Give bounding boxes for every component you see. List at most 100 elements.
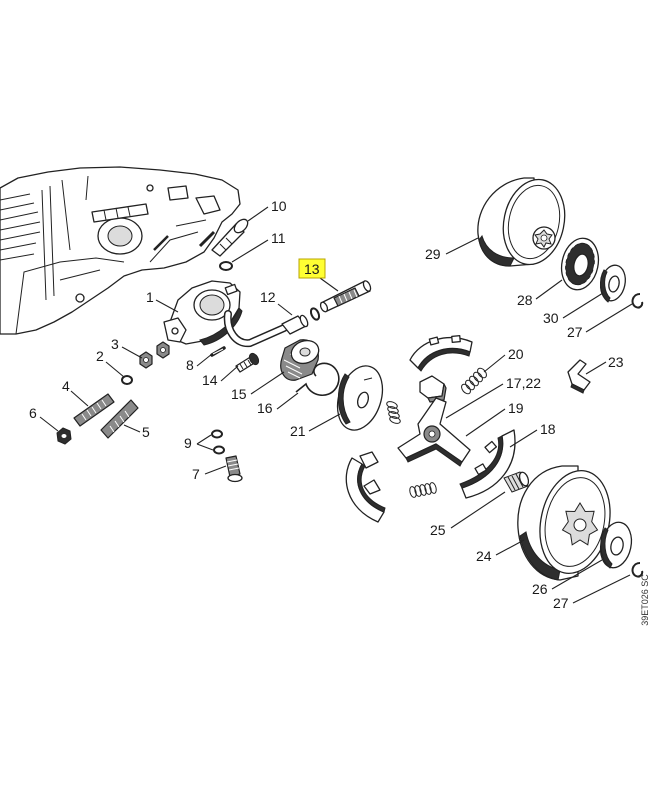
clutch-shoe-18 [459, 429, 516, 499]
e-clip-27-top [631, 293, 644, 309]
spring-clip-16 [295, 362, 340, 396]
callout-20: 20 [508, 346, 524, 362]
callout-12: 12 [260, 289, 276, 305]
clutch-carrier-19 [397, 397, 471, 467]
leader-line-13 [319, 277, 339, 292]
leader-line-23 [585, 361, 607, 375]
callout-21: 21 [290, 423, 306, 439]
clip-23 [567, 359, 591, 394]
leader-line-1 [155, 299, 179, 313]
leader-line-15 [250, 371, 285, 395]
callout-11: 11 [271, 230, 286, 246]
clutch-shoe-20 [409, 335, 473, 372]
clutch-shoe-left [345, 451, 386, 523]
callout-18: 18 [540, 421, 556, 437]
callout-4: 4 [62, 378, 70, 394]
leader-lines [39, 206, 633, 604]
leader-line-26 [551, 559, 603, 590]
callout-28: 28 [517, 292, 533, 308]
oil-hose [223, 307, 321, 348]
leader-line-10 [247, 206, 269, 222]
callout-27-bottom: 27 [553, 595, 569, 611]
callout-26: 26 [532, 581, 548, 597]
stud-bolt-4 [73, 393, 115, 427]
callout-2: 2 [96, 348, 104, 364]
oil-tube-fitting [211, 218, 249, 257]
o-rings-9 [211, 429, 225, 455]
leader-line-4 [70, 390, 89, 407]
thrust-washer-21 [336, 365, 384, 431]
leader-line-3 [121, 346, 143, 359]
leader-line-11 [231, 239, 269, 263]
callout-3: 3 [111, 336, 119, 352]
callout-17-22: 17,22 [506, 375, 541, 391]
callout-19: 19 [508, 400, 524, 416]
leader-line-27-bottom [572, 574, 631, 604]
callout-5: 5 [142, 424, 150, 440]
stud-bolt-5 [100, 399, 139, 439]
screw-14 [235, 352, 260, 373]
leader-line-28 [535, 279, 563, 300]
clutch-block [419, 375, 447, 403]
clutch-spring-left [386, 401, 401, 424]
leader-line-14 [220, 365, 239, 382]
callout-9: 9 [184, 435, 192, 451]
callout-30: 30 [543, 310, 559, 326]
leader-line-20 [483, 354, 506, 373]
callout-25: 25 [430, 522, 446, 538]
nut-3 [139, 341, 170, 369]
leader-line-7 [204, 465, 227, 475]
leader-line-9 [196, 434, 214, 451]
needle-bearing-25 [503, 471, 530, 493]
clutch-spring-20 [461, 367, 487, 395]
crankcase-housing [0, 166, 241, 335]
washer-26 [599, 521, 633, 569]
o-ring-11 [219, 261, 233, 271]
washer-30 [600, 264, 626, 303]
leader-line-18 [509, 429, 538, 448]
callout-7: 7 [192, 466, 200, 482]
washer-2 [121, 375, 133, 385]
callout-15: 15 [231, 386, 247, 402]
pin-8 [210, 346, 226, 357]
leader-line-19 [465, 408, 506, 437]
leader-line-21 [308, 413, 341, 432]
worm-shaft [319, 280, 372, 313]
leader-line-24 [495, 539, 525, 556]
callout-29: 29 [425, 246, 441, 262]
callout-1: 1 [146, 289, 154, 305]
clutch-spring-bottom [409, 482, 437, 498]
leader-line-6 [39, 416, 59, 432]
leader-line-17-22 [445, 383, 504, 419]
leader-line-16 [276, 392, 299, 410]
callout-16: 16 [257, 400, 273, 416]
leader-line-5 [123, 424, 141, 433]
callout-14: 14 [202, 372, 218, 388]
callout-8: 8 [186, 357, 194, 373]
leader-line-12 [277, 303, 293, 316]
leader-line-27-top [585, 303, 633, 333]
callout-13: 13 [304, 261, 320, 277]
leader-line-25 [450, 491, 506, 529]
leader-line-8 [196, 353, 213, 367]
callout-23: 23 [608, 354, 624, 370]
callout-27-top: 27 [567, 324, 583, 340]
screw-7 [225, 455, 243, 483]
nut-6 [56, 427, 72, 445]
highlight-box-13 [298, 258, 326, 279]
callout-6: 6 [29, 405, 37, 421]
callout-10: 10 [271, 198, 287, 214]
e-clip-27-bottom [631, 562, 644, 578]
leader-line-30 [562, 292, 604, 319]
callout-24: 24 [476, 548, 492, 564]
callout-labels: 10 11 13 1 12 29 28 30 27 3 2 20 23 8 14… [29, 198, 624, 611]
oil-pump-body [163, 280, 243, 346]
leader-line-2 [105, 361, 125, 378]
leader-line-29 [445, 237, 479, 255]
clutch-drum-29 [477, 177, 566, 267]
drawing-code: 39ET026 SC [640, 574, 650, 626]
worm-gear [280, 339, 320, 381]
rim-sprocket-28 [560, 237, 600, 291]
